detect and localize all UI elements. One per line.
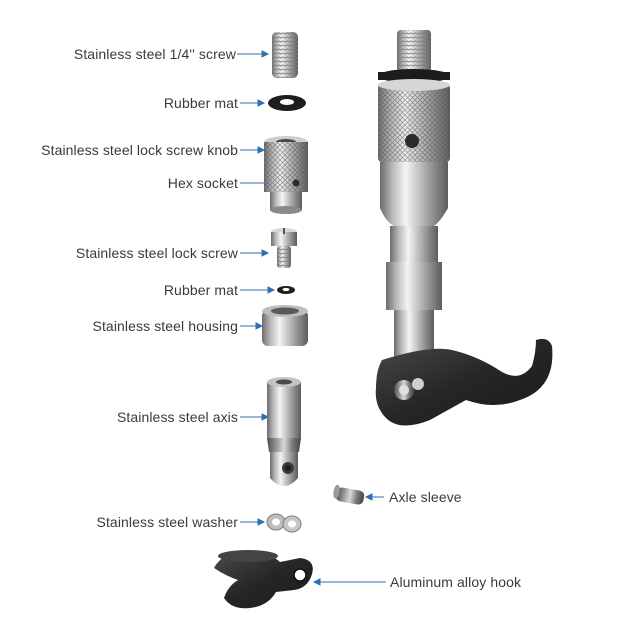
- steel-axis: [267, 377, 301, 486]
- quarter-inch-screw: [272, 32, 298, 78]
- label-steel-washer: Stainless steel washer: [96, 514, 238, 530]
- label-lock-screw-knob: Stainless steel lock screw knob: [41, 142, 238, 158]
- label-steel-axis: Stainless steel axis: [116, 409, 238, 425]
- label-lock-screw: Stainless steel lock screw: [75, 245, 238, 261]
- label-steel-housing: Stainless steel housing: [92, 318, 238, 334]
- rubber-mat-top: [268, 95, 306, 111]
- label-hex-socket: Hex socket: [167, 175, 238, 191]
- label-axle-sleeve: Axle sleeve: [389, 489, 462, 505]
- lock-screw: [271, 228, 297, 268]
- steel-washers: [266, 513, 302, 533]
- steel-housing: [262, 305, 308, 346]
- leader-lines: [237, 50, 386, 586]
- aluminum-hook-part: [214, 550, 313, 609]
- assembled-hook-adapter: [375, 30, 553, 426]
- axle-sleeve: [333, 484, 365, 505]
- label-rubber-mat-top: Rubber mat: [163, 95, 238, 111]
- lock-screw-knob: [264, 136, 308, 214]
- label-rubber-mat-small: Rubber mat: [163, 282, 238, 298]
- label-quarter-inch-screw: Stainless steel 1/4'' screw: [73, 46, 236, 62]
- label-aluminum-hook: Aluminum alloy hook: [390, 574, 522, 590]
- rubber-mat-small: [277, 286, 295, 294]
